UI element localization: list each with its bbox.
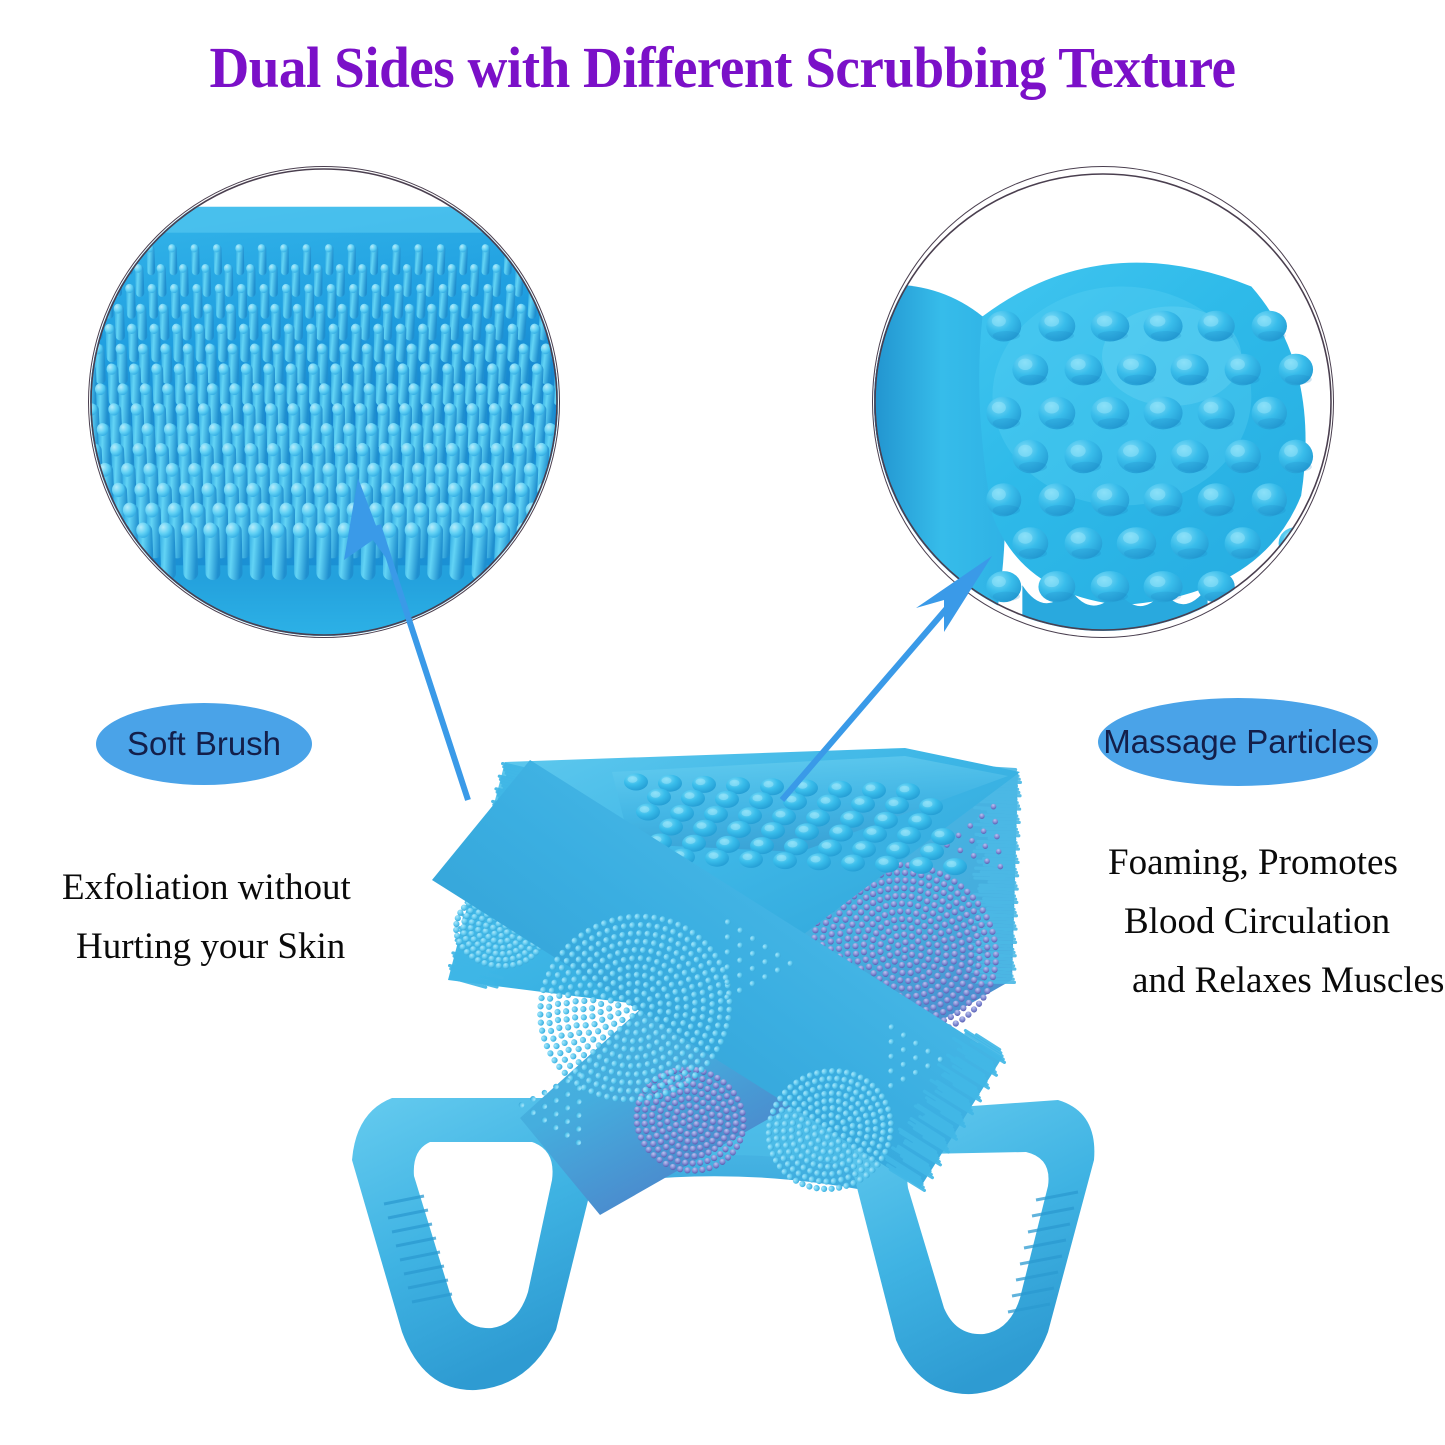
- massage-nub-texture-illustration: [873, 172, 1333, 632]
- caption-left-line-2: Hurting your Skin: [76, 926, 346, 967]
- bristle-texture-illustration: [89, 167, 559, 637]
- caption-right: Foaming, Promotes Blood Circulation and …: [1108, 833, 1444, 1010]
- handles-group: [352, 1084, 1095, 1395]
- badge-massage-particles: Massage Particles: [1098, 698, 1378, 786]
- grip-ridges-left: [383, 1194, 453, 1304]
- caption-right-line-1: Foaming, Promotes: [1108, 842, 1398, 883]
- page-title: Dual Sides with Different Scrubbing Text…: [209, 35, 1236, 100]
- badge-massage-particles-label: Massage Particles: [1103, 723, 1373, 760]
- caption-left: Exfoliation without Hurting your Skin: [62, 858, 351, 976]
- grip-ridges-right: [1007, 1190, 1079, 1314]
- soft-brush-closeup-inset: [88, 166, 560, 638]
- badge-soft-brush-label: Soft Brush: [126, 725, 282, 762]
- strap-upper: [448, 748, 1020, 1012]
- strap-front: [432, 760, 1007, 1193]
- massage-particles-closeup-inset: [872, 166, 1334, 638]
- arrow-to-massage-particles-icon: [779, 556, 992, 802]
- caption-left-line-1: Exfoliation without: [62, 867, 351, 908]
- caption-right-line-2: Blood Circulation: [1124, 901, 1391, 942]
- badge-soft-brush: Soft Brush: [96, 703, 312, 785]
- strap-back: [520, 766, 1023, 1215]
- caption-right-line-3: and Relaxes Muscles: [1132, 960, 1445, 1001]
